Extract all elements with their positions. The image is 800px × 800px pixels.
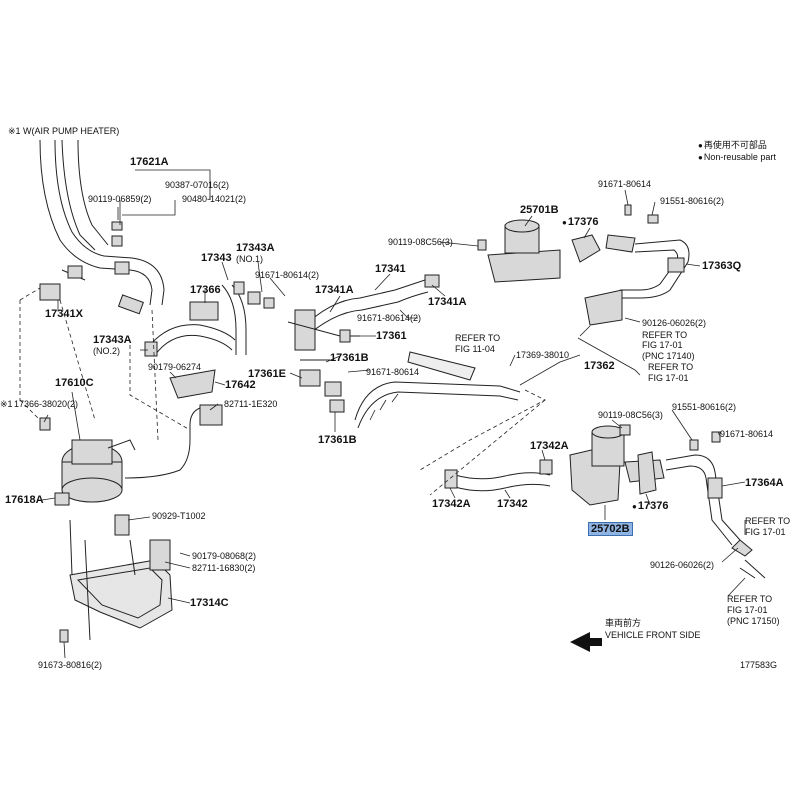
group-dashes — [19, 287, 546, 496]
callout-17642: 17642 — [225, 379, 256, 391]
callout-91673-80816: 91673-80816(2) — [38, 660, 103, 670]
refer-pnc-17150: (PNC 17150) — [727, 616, 780, 626]
bracket-17314c — [59, 514, 173, 643]
air-pump-assembly — [39, 404, 223, 506]
callout-17343a-no1: 17343A — [236, 242, 275, 254]
long-pipe-17362 — [354, 351, 521, 429]
callout-90119-08c56-b: 90119-08C56(3) — [598, 410, 663, 420]
callout-17342a-b: 17342A — [432, 498, 471, 510]
callout-17361b-a: 17361B — [330, 352, 369, 364]
callout-91671-80614-b: 91671-80614 — [598, 179, 652, 189]
refer-fig-17-01-c: FIG 17-01 — [745, 527, 786, 537]
callout-25701b: 25701B — [520, 204, 559, 216]
middle-hoses — [144, 281, 275, 399]
callout-90179-08068: 90179-08068(2) — [192, 551, 257, 561]
diagram-id: 177583G — [740, 660, 778, 670]
refer-fig-17-01-b: FIG 17-01 — [648, 373, 689, 383]
callout-17610c: 17610C — [55, 377, 94, 389]
callout-90387-07016: 90387-07016(2) — [165, 180, 230, 190]
refer-to-b: REFER TO — [648, 362, 694, 372]
legend-reuse: 再使用不可部品 — [698, 140, 767, 151]
callout-91671-80614-c: 91671-80614 — [366, 367, 420, 377]
callout-82711-1e320: 82711-1E320 — [224, 399, 278, 409]
callout-17362: 17362 — [584, 360, 615, 372]
callout-17621a: 17621A — [130, 156, 169, 168]
refer-fig-11-04: FIG 11-04 — [455, 344, 495, 354]
callout-17342: 17342 — [497, 498, 528, 510]
callout-17342a-a: 17342A — [530, 440, 569, 452]
callout-17366: 17366 — [190, 284, 221, 296]
vehicle-front-en: VEHICLE FRONT SIDE — [605, 630, 701, 640]
pipe-17363q — [584, 204, 690, 326]
callout-90119-06859: 90119-06859(2) — [88, 194, 152, 204]
refer-to-c: REFER TO — [455, 333, 501, 343]
callout-82711-16830: 82711-16830(2) — [192, 563, 256, 573]
callout-17376-a: 17376 — [562, 216, 599, 229]
callout-17366-38020: 17366-38020(2) — [14, 399, 79, 409]
air-pump-heater-hoses — [39, 139, 165, 315]
callout-91551-80616-b: 91551-80616(2) — [672, 402, 737, 412]
leader-lines — [41, 169, 746, 659]
callout-90929-t1002: 90929-T1002 — [152, 511, 206, 521]
callout-17341a-a: 17341A — [315, 284, 354, 296]
valve-25701b — [477, 219, 601, 283]
valve-25702b — [569, 424, 766, 579]
callout-17361: 17361 — [376, 330, 407, 342]
callout-17361e: 17361E — [248, 368, 286, 380]
callout-17343a-no2: 17343A — [93, 334, 132, 346]
refer-fig-17-01-a: FIG 17-01 — [642, 340, 683, 350]
callout-90126-06026-b: 90126-06026(2) — [650, 560, 715, 570]
hose-17342 — [444, 459, 553, 492]
callout-17364a: 17364A — [745, 477, 784, 489]
heater-note: ※1 W(AIR PUMP HEATER) — [8, 126, 120, 136]
callout-91551-80616-a: 91551-80616(2) — [660, 196, 725, 206]
callout-17343: 17343 — [201, 252, 232, 264]
refer-to-d: REFER TO — [745, 516, 791, 526]
label-no2: (NO.2) — [93, 346, 120, 356]
callout-17361b-b: 17361B — [318, 434, 357, 446]
callout-17341x: 17341X — [45, 308, 83, 320]
vehicle-front-jp: 車両前方 — [605, 618, 642, 628]
refer-pnc-17140: (PNC 17140) — [642, 351, 695, 361]
refer-to-a: REFER TO — [642, 330, 688, 340]
note-mark: ※1 — [0, 399, 13, 409]
callout-17341a-b: 17341A — [428, 296, 467, 308]
callout-25702b[interactable]: 25702B — [588, 522, 633, 536]
label-no1: (NO.1) — [236, 254, 263, 264]
refer-to-e: REFER TO — [727, 594, 773, 604]
callout-90480-14021: 90480-14021(2) — [182, 194, 247, 204]
callout-17341: 17341 — [375, 263, 406, 275]
callout-17363q: 17363Q — [702, 260, 742, 272]
callout-91671-80614-2a: 91671-80614(2) — [255, 270, 320, 280]
callout-17314c: 17314C — [190, 597, 229, 609]
callout-17618a: 17618A — [5, 494, 44, 506]
callout-90179-06274: 90179-06274 — [148, 362, 202, 372]
callout-17369-38010: 17369-38010 — [516, 350, 570, 360]
central-pipes — [287, 274, 440, 413]
callout-90119-08c56-3: 90119-08C56(3) — [388, 237, 453, 247]
callout-17376-b: 17376 — [632, 500, 669, 513]
front-arrow — [570, 632, 602, 652]
callout-90126-06026-a: 90126-06026(2) — [642, 318, 707, 328]
callout-91671-80614-2b: 91671-80614(2) — [357, 313, 422, 323]
legend-nonreuse: Non-reusable part — [698, 152, 776, 163]
refer-fig-17-01-d: FIG 17-01 — [727, 605, 768, 615]
callout-91671-80614-d: 91671-80614 — [720, 429, 774, 439]
